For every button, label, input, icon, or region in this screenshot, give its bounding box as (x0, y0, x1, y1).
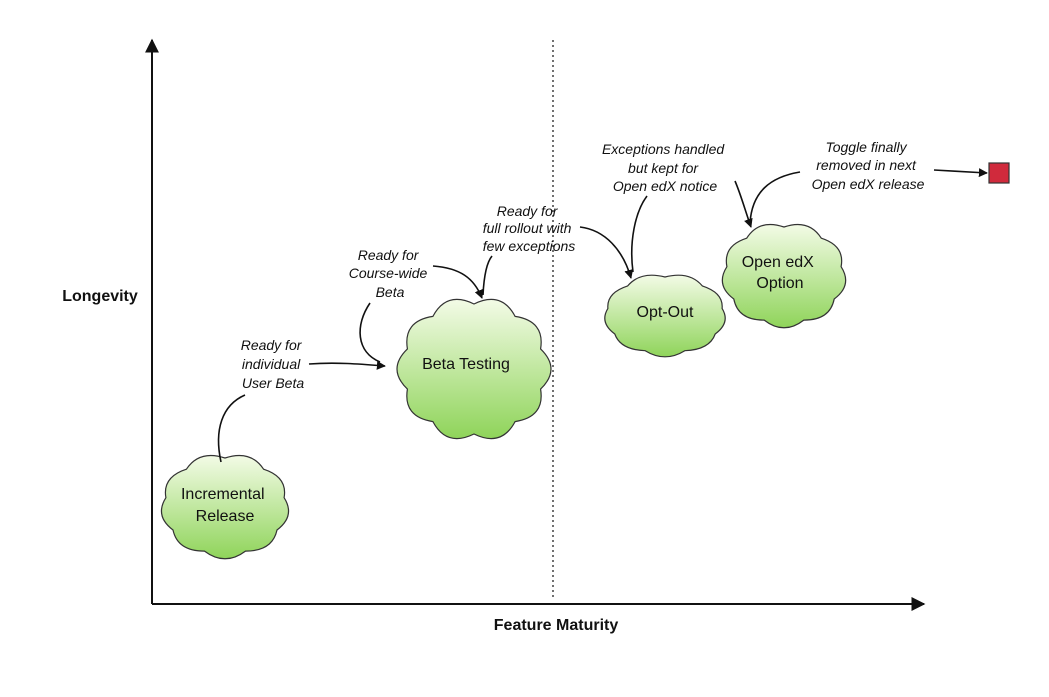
cloud-open-edx-option (721, 223, 847, 329)
stage-beta-testing-label: Beta Testing (422, 356, 510, 373)
note-course-beta: Ready for Course-wide Beta (349, 247, 431, 300)
connector-exceptions-handled-end (734, 180, 753, 228)
x-axis-label: Feature Maturity (494, 617, 619, 634)
stage-opt-out-label: Opt-Out (637, 304, 694, 321)
connector-toggle-removed-end (933, 168, 988, 178)
cloud-opt-out (604, 274, 726, 358)
connector-course-beta-end (432, 265, 484, 299)
y-axis-label: Longevity (62, 288, 138, 305)
stage-open-edx-option-label: Open edX Option (742, 254, 819, 292)
end-marker (988, 162, 1010, 184)
cloud-incremental-release (160, 454, 290, 560)
note-full-rollout: Ready for full rollout with few exceptio… (483, 203, 576, 254)
connector-user-beta-end (308, 360, 386, 370)
connector-full-rollout-start (482, 255, 493, 296)
note-exceptions-handled: Exceptions handled but kept for Open edX… (602, 141, 728, 194)
connector-user-beta-start (217, 394, 246, 463)
connector-course-beta-start (359, 302, 381, 363)
connector-toggle-removed-start (749, 171, 801, 224)
stage-incremental-release-label: Incremental Release (181, 486, 269, 525)
cloud-beta-testing (396, 298, 552, 440)
note-toggle-removed: Toggle finally removed in next Open edX … (812, 139, 925, 192)
connector-full-rollout-end (579, 226, 634, 279)
stage-clouds (160, 223, 847, 560)
connector-exceptions-handled (630, 195, 648, 273)
note-user-beta: Ready for individual User Beta (241, 337, 306, 391)
